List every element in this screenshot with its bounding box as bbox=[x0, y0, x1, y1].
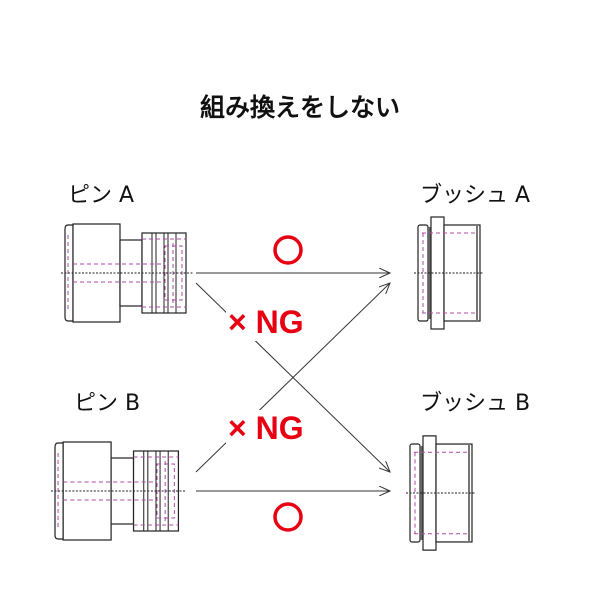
ng-label-top: × NG bbox=[226, 304, 306, 341]
pin-b-label: ピン B bbox=[74, 391, 141, 416]
bush-b-drawing bbox=[404, 434, 478, 552]
ok-circle-icon-bottom bbox=[273, 502, 303, 532]
pin-a-drawing bbox=[60, 223, 194, 323]
pin-b-drawing bbox=[50, 441, 187, 541]
bush-a-drawing bbox=[413, 216, 485, 330]
pin-a-label: ピン A bbox=[68, 183, 135, 208]
diagram-title: 組み換えをしない bbox=[199, 93, 400, 122]
bush-b-label: ブッシュ B bbox=[420, 391, 531, 416]
bush-a-label: ブッシュ A bbox=[420, 183, 531, 208]
ok-circle-icon-top bbox=[273, 235, 303, 265]
ng-label-bottom: × NG bbox=[226, 410, 306, 447]
